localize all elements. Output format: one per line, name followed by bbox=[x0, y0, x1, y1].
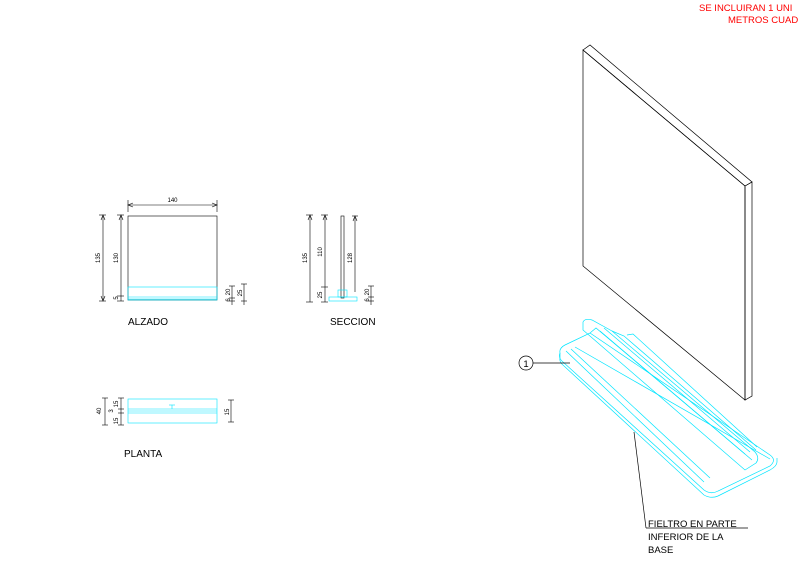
planta-top-value: 15 bbox=[114, 400, 120, 407]
planta-bottom-value: 15 bbox=[114, 417, 120, 424]
planta-depth-value: 40 bbox=[97, 407, 103, 414]
alzado-right-dims bbox=[229, 283, 247, 305]
alzado-panel-height-value: 130 bbox=[114, 252, 120, 263]
planta-left-dims bbox=[102, 397, 124, 426]
alzado-bottom-value: 5 bbox=[114, 296, 120, 300]
alzado-base-height-value: 20 bbox=[226, 288, 232, 295]
seccion-base bbox=[328, 289, 358, 302]
iso-base bbox=[559, 318, 778, 498]
seccion-left-dims bbox=[306, 214, 328, 303]
note-line-2: METROS CUAD bbox=[728, 15, 798, 26]
seccion-right-dims bbox=[368, 285, 374, 305]
callout-number: 1 bbox=[523, 359, 528, 370]
seccion-bottom-value: 25 bbox=[318, 291, 324, 298]
planta-label: PLANTA bbox=[124, 449, 162, 460]
alzado-label: ALZADO bbox=[128, 317, 168, 328]
seccion-panel bbox=[340, 215, 345, 299]
alzado-view bbox=[99, 200, 247, 305]
seccion-mid-height-value: 110 bbox=[318, 247, 324, 257]
seccion-label: SECCION bbox=[330, 317, 376, 328]
alzado-base-total-value: 25 bbox=[238, 289, 244, 296]
seccion-base-height-value: 20 bbox=[365, 288, 371, 295]
alzado-panel bbox=[127, 215, 218, 301]
alzado-base-small-value: 6 bbox=[226, 298, 232, 302]
seccion-view bbox=[306, 214, 374, 305]
seccion-panel-height-value: 128 bbox=[348, 252, 354, 263]
planta-right-dims bbox=[228, 399, 234, 423]
isometric-view bbox=[518, 44, 778, 529]
alzado-left-dims bbox=[99, 214, 124, 302]
alzado-base bbox=[127, 286, 218, 301]
planta-small-value: 3 bbox=[109, 409, 115, 413]
alzado-width-value: 140 bbox=[167, 198, 178, 204]
note-block: SE INCLUIRAN 1 UNI METROS CUAD bbox=[699, 3, 798, 26]
note-line-1: SE INCLUIRAN 1 UNI bbox=[699, 3, 792, 14]
iso-panel bbox=[582, 44, 753, 401]
alzado-total-height-value: 135 bbox=[96, 252, 102, 263]
felt-note-line-3: BASE bbox=[648, 545, 673, 556]
seccion-total-height-value: 135 bbox=[303, 252, 309, 263]
iso-felt-leader bbox=[633, 431, 748, 529]
planta-view bbox=[102, 397, 234, 426]
felt-note-line-2: INFERIOR DE LA bbox=[648, 532, 724, 543]
iso-callout-bubble bbox=[518, 355, 570, 371]
planta-right-value: 15 bbox=[225, 408, 231, 415]
seccion-base-small-value: 6 bbox=[365, 298, 371, 302]
alzado-width-dim bbox=[127, 200, 218, 212]
felt-note-line-1: FIELTRO EN PARTE bbox=[648, 519, 737, 530]
seccion-inner-dim bbox=[352, 215, 358, 292]
planta-base bbox=[127, 398, 218, 424]
